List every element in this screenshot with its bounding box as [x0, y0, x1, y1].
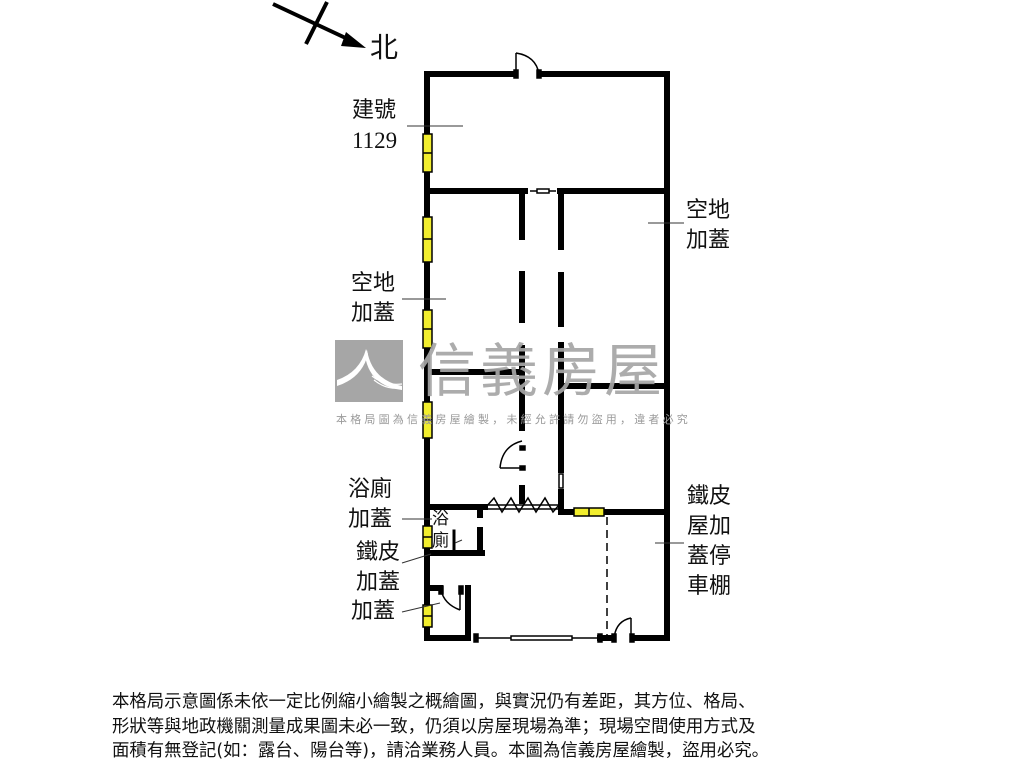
disclaimer: 本格局示意圖係未依一定比例縮小繪製之概繪圖，與實況仍有差距，其方位、格局、 形狀… — [112, 692, 770, 761]
windows — [422, 133, 605, 628]
label-addition: 加蓋 — [351, 599, 396, 624]
leader-lines — [401, 125, 684, 613]
label-bathroom-inner: 浴 廁 — [432, 509, 449, 551]
watermark-notice: 本格局圖為信義房屋繪製，未經允許請勿盜用，違者必究 — [336, 413, 691, 426]
label-carport: 鐵皮 屋加 蓋停 車棚 — [687, 484, 732, 599]
doors — [438, 52, 635, 643]
label-open-addition-left: 空地 加蓋 — [351, 271, 396, 326]
label-bathroom-addition: 浴廁 加蓋 — [348, 477, 393, 532]
label-building-no: 建號 1129 — [352, 98, 398, 153]
compass-label: 北 — [370, 31, 399, 64]
label-open-addition-right: 空地 加蓋 — [686, 198, 731, 253]
north-arrow-icon — [272, 1, 366, 48]
brand-logo-icon — [335, 340, 403, 402]
label-iron-sheet-addition: 鐵皮 加蓋 — [356, 540, 401, 595]
watermark-brand: 信義房屋 — [418, 337, 667, 405]
